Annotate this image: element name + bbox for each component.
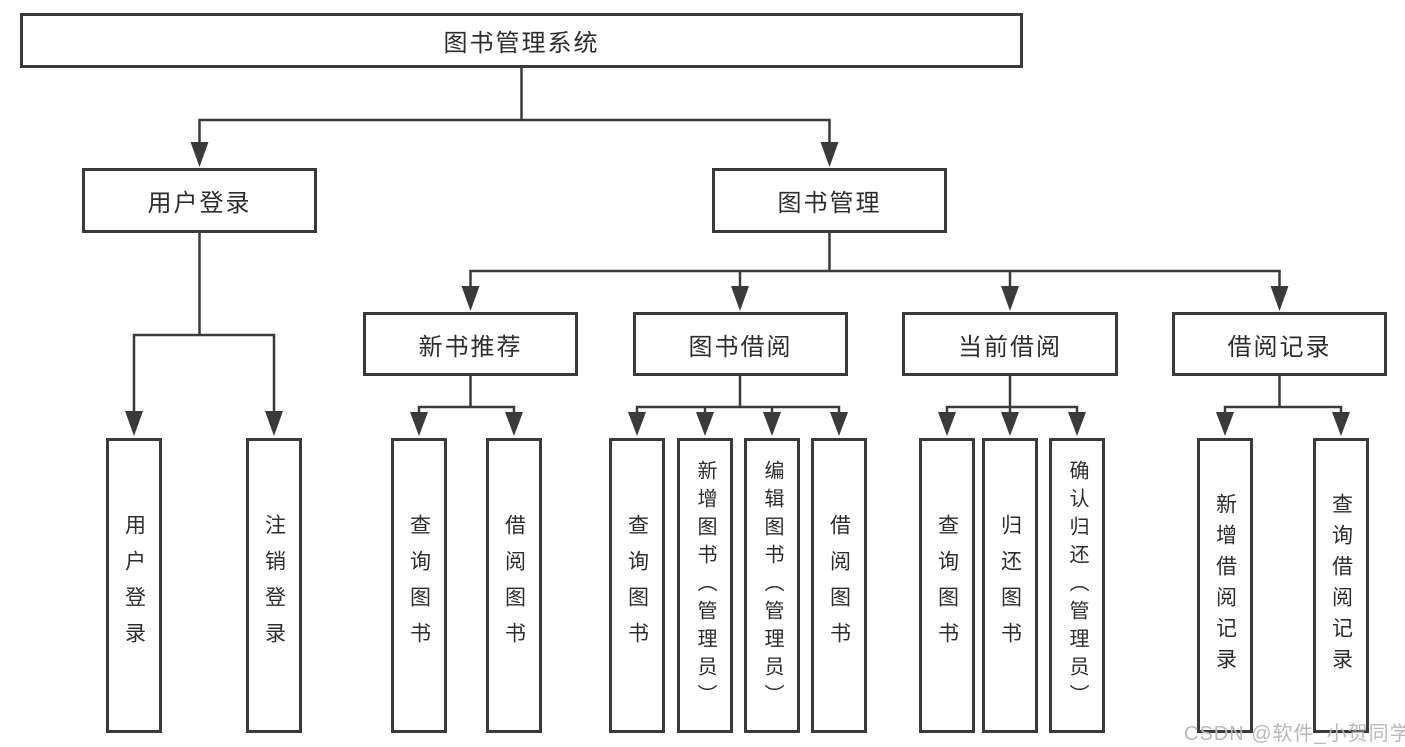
node-current-borrowing: 当前借阅	[902, 312, 1118, 376]
leaf-recommend-query-books: 查询图书	[391, 438, 447, 733]
connector-strokes	[132, 68, 1343, 414]
leaf-current-query-books: 查询图书	[919, 438, 975, 733]
node-borrow-records: 借阅记录	[1172, 312, 1387, 376]
leaf-borrowing-add-books-admin: 新增图书（管理员）	[677, 438, 733, 733]
watermark: CSDN @软件_小贺同学	[1184, 723, 1405, 745]
leaf-borrowing-borrow-books: 借阅图书	[811, 438, 867, 733]
leaf-borrowing-query-books: 查询图书	[609, 438, 665, 733]
leaf-recommend-borrow-books: 借阅图书	[486, 438, 542, 733]
node-book-management: 图书管理	[712, 168, 947, 233]
node-new-book-recommend: 新书推荐	[363, 312, 578, 376]
node-user-login: 用户登录	[82, 168, 317, 233]
node-book-borrowing: 图书借阅	[633, 312, 848, 376]
leaf-user-login: 用户登录	[106, 438, 162, 733]
leaf-records-query-borrow-record: 查询借阅记录	[1313, 438, 1369, 733]
arrowheads	[125, 142, 1350, 436]
node-library-management-system: 图书管理系统	[20, 13, 1023, 68]
leaf-current-return-books: 归还图书	[982, 438, 1038, 733]
leaf-logout: 注销登录	[246, 438, 302, 733]
leaf-borrowing-edit-books-admin: 编辑图书（管理员）	[744, 438, 800, 733]
leaf-records-add-borrow-record: 新增借阅记录	[1197, 438, 1253, 733]
leaf-current-confirm-return-admin: 确认归还（管理员）	[1049, 438, 1105, 733]
